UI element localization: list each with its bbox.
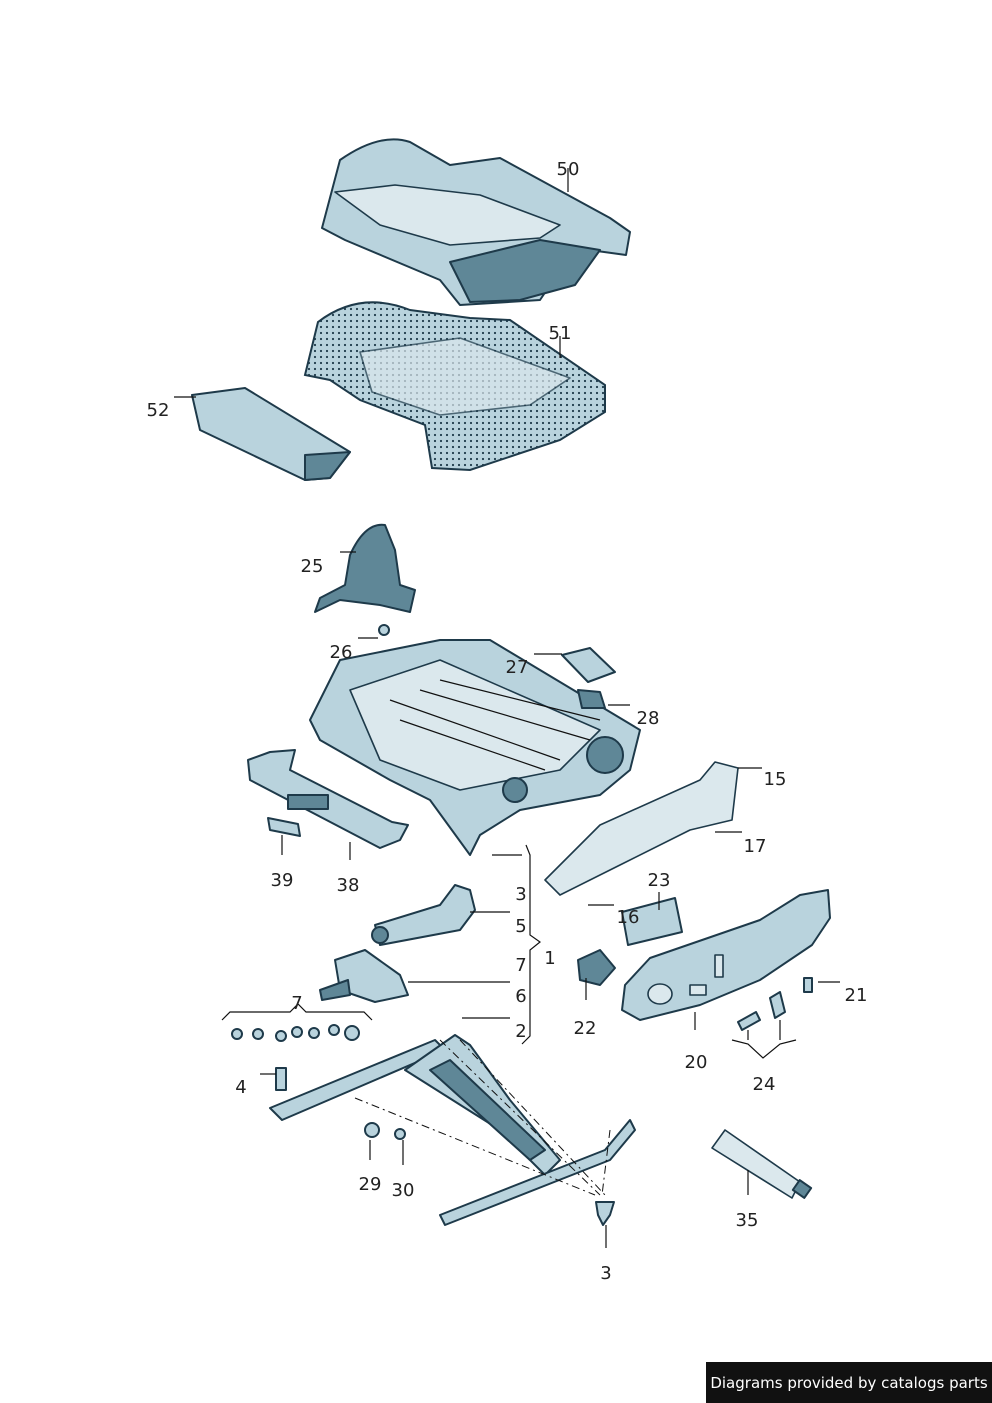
callout-4: 4: [235, 1077, 247, 1098]
connector-plug: [577, 689, 606, 709]
screw-29: [364, 1122, 380, 1138]
callout-5: 5: [515, 916, 527, 937]
side-trim-panel: [314, 523, 416, 636]
callout-38: 38: [336, 875, 360, 896]
side-bracket-frame: [544, 761, 739, 896]
callout-51: 51: [548, 323, 572, 344]
callout-3-upper: 3: [515, 884, 527, 905]
callout-20: 20: [684, 1052, 708, 1073]
callout-3-lower: 3: [600, 1263, 612, 1284]
alignment-lines: [354, 1039, 611, 1196]
callout-6: 6: [515, 986, 527, 1007]
seat-cover: [321, 138, 631, 306]
seat-rails: [269, 1034, 636, 1226]
callout-24: 24: [752, 1074, 776, 1095]
callout-26: 26: [329, 642, 353, 663]
bolt-set: [231, 1024, 360, 1042]
seat-cushion: [303, 301, 606, 472]
screw-21: [803, 977, 813, 993]
leader-lines: [174, 168, 840, 1248]
callout-29: 29: [358, 1174, 382, 1195]
callout-28: 28: [636, 708, 660, 729]
length-adjust-motor: [319, 949, 409, 1003]
grease-tube: [711, 1129, 813, 1199]
connector-bracket: [561, 647, 616, 683]
clip-39: [267, 817, 301, 837]
switch-knobs: [737, 991, 786, 1031]
callout-23: 23: [647, 870, 671, 891]
callout-16: 16: [616, 907, 640, 928]
side-cover-panel: [621, 889, 831, 1021]
callout-27: 27: [505, 657, 529, 678]
callout-7-bolts: 7: [291, 993, 303, 1014]
callout-2: 2: [515, 1021, 527, 1042]
front-foam-insert: [191, 387, 351, 481]
callout-35: 35: [735, 1210, 759, 1231]
screw-30: [394, 1128, 406, 1140]
callout-21: 21: [844, 985, 868, 1006]
seat-frame: [309, 639, 641, 856]
callout-39: 39: [270, 870, 294, 891]
callout-15: 15: [763, 769, 787, 790]
callout-22: 22: [573, 1018, 597, 1039]
screw-4: [275, 1067, 287, 1091]
callout-1: 1: [544, 948, 556, 969]
seat-switch: [577, 949, 616, 986]
callout-25: 25: [300, 556, 324, 577]
callout-17: 17: [743, 836, 767, 857]
height-adjust-motor: [371, 884, 476, 946]
control-unit: [621, 897, 683, 946]
plug-3: [595, 1201, 615, 1226]
callout-7-motor: 7: [515, 955, 527, 976]
credit-banner: Diagrams provided by catalogs parts: [706, 1362, 992, 1403]
callout-50: 50: [556, 159, 580, 180]
callout-52: 52: [146, 400, 170, 421]
callout-30: 30: [391, 1180, 415, 1201]
front-trim: [247, 749, 409, 849]
